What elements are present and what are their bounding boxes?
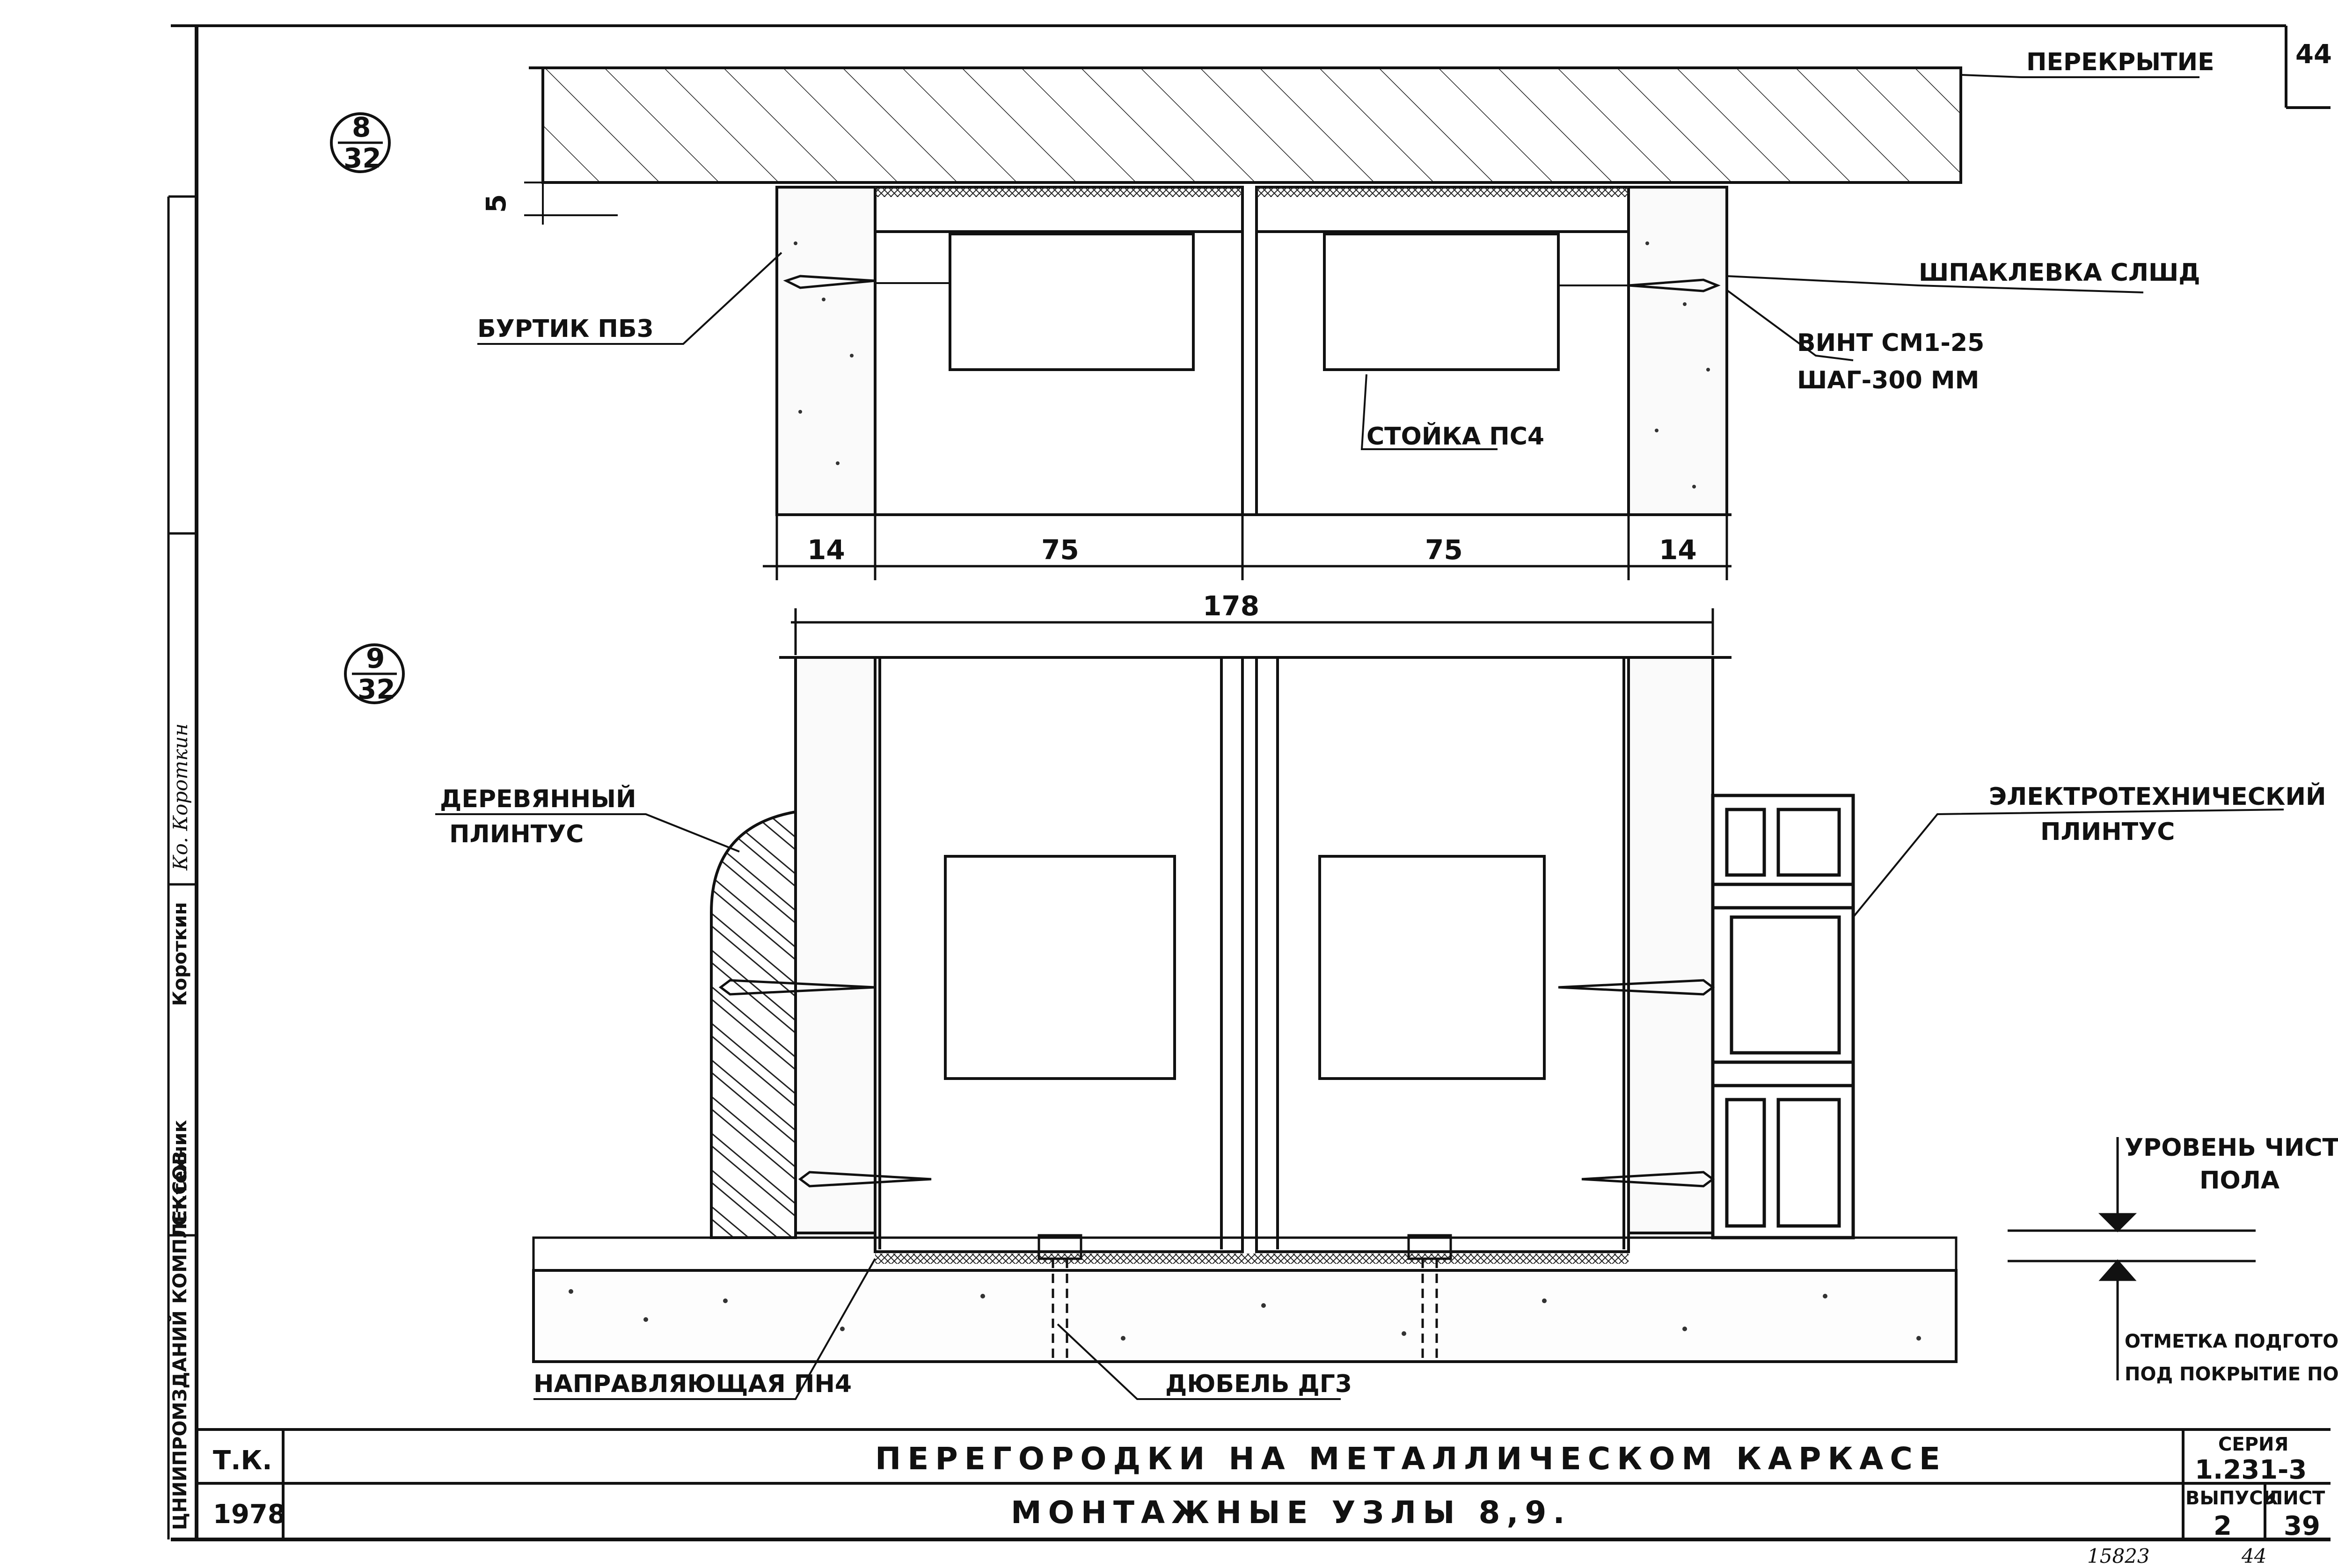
partition-top <box>775 186 1732 516</box>
label-wood-plinth-1: ДЕРЕВЯННЫЙ <box>440 785 636 813</box>
dimension-line-total <box>791 608 1714 655</box>
width-14-left: 14 <box>807 534 845 566</box>
floor-speckle <box>569 1289 1921 1341</box>
label-guide: НАПРАВЛЯЮЩАЯ ПН4 <box>533 1370 852 1398</box>
series-label: СЕРИЯ <box>2218 1434 2288 1455</box>
side-strip-top: Ст.техник <box>169 1120 191 1226</box>
bottom-mark-right: 44 <box>2241 1545 2266 1568</box>
width-75-right: 75 <box>1425 534 1463 566</box>
side-strip <box>167 195 197 1539</box>
sheet-label: ЛИСТ <box>2267 1488 2325 1509</box>
slab-top <box>529 66 1962 184</box>
title-block <box>197 1428 2331 1539</box>
gap-dimension: 5 <box>480 194 512 213</box>
issue-label: ВЫПУСК <box>2185 1488 2279 1509</box>
floor-slab <box>532 1236 1958 1363</box>
partition-bottom <box>779 656 1732 1253</box>
insulation-speckle <box>794 241 1710 489</box>
sheet-number-stamp: 44 <box>2295 39 2332 70</box>
label-screw-2: ШАГ-300 ММ <box>1797 366 1979 394</box>
label-dowel: ДЮБЕЛЬ ДГ3 <box>1165 1370 1352 1398</box>
side-strip-signature: Ко. Короткин <box>169 723 192 871</box>
sheet-frame <box>171 24 2331 1541</box>
label-screw-1: ВИНТ СМ1-25 <box>1797 329 1984 357</box>
detail-9-marker: 9 32 <box>344 642 405 705</box>
screw-top-right <box>1558 278 1721 292</box>
side-strip-middle: Короткин <box>169 902 191 1006</box>
bottom-mark-left: 15823 <box>2087 1545 2150 1568</box>
label-bead: БУРТИК ПБ3 <box>477 315 654 343</box>
dowel-left <box>1037 1234 1082 1362</box>
label-floor-level-1: УРОВЕНЬ ЧИСТОГО <box>2125 1134 2338 1162</box>
floor-level-marks <box>2008 1137 2256 1380</box>
dowel-right <box>1407 1234 1452 1362</box>
series-value: 1.231-3 <box>2195 1455 2307 1485</box>
width-75-left: 75 <box>1041 534 1079 566</box>
title-main: ПЕРЕГОРОДКИ НА МЕТАЛЛИЧЕСКОМ КАРКАСЕ <box>875 1441 1947 1477</box>
leader-lines-top <box>477 74 2199 450</box>
label-slab: ПЕРЕКРЫТИЕ <box>2026 48 2214 76</box>
detail-8-marker: 8 32 <box>330 111 391 174</box>
leader-lines-bottom <box>435 809 2284 1400</box>
title-year: 1978 <box>213 1499 286 1530</box>
dimension-line-top <box>763 515 1732 580</box>
label-prep-level-2: ПОД ПОКРЫТИЕ ПОЛА <box>2125 1364 2338 1385</box>
screws-bottom <box>718 979 1715 1188</box>
width-14-right: 14 <box>1659 534 1697 566</box>
screw-top-left <box>783 275 950 289</box>
label-wood-plinth-2: ПЛИНТУС <box>449 820 584 848</box>
detail-9-sheet: 32 <box>358 673 395 705</box>
wooden-plinth <box>710 810 797 1239</box>
label-stud: СТОЙКА ПС4 <box>1366 422 1544 451</box>
label-putty: ШПАКЛЕВКА СЛШД <box>1919 259 2200 287</box>
label-prep-level-1: ОТМЕТКА ПОДГОТОВКИ <box>2125 1331 2338 1352</box>
detail-9-number: 9 <box>366 642 385 674</box>
electrical-plinth <box>1711 794 1855 1240</box>
title-sub: МОНТАЖНЫЕ УЗЛЫ 8,9. <box>1011 1495 1571 1531</box>
label-elec-plinth-2: ПЛИНТУС <box>2040 818 2175 846</box>
sheet-value: 39 <box>2284 1511 2320 1541</box>
detail-8-number: 8 <box>352 111 371 143</box>
width-total: 178 <box>1203 590 1259 622</box>
label-floor-level-2: ПОЛА <box>2199 1167 2280 1195</box>
title-tk: Т.К. <box>213 1445 272 1476</box>
detail-8-sheet: 32 <box>343 142 381 174</box>
label-elec-plinth-1: ЭЛЕКТРОТЕХНИЧЕСКИЙ <box>1989 782 2326 811</box>
issue-value: 2 <box>2214 1511 2232 1541</box>
side-strip-bottom: ЦНИИПРОМЗДАНИЙ КОМПЛЕКСОВ <box>168 1151 191 1530</box>
